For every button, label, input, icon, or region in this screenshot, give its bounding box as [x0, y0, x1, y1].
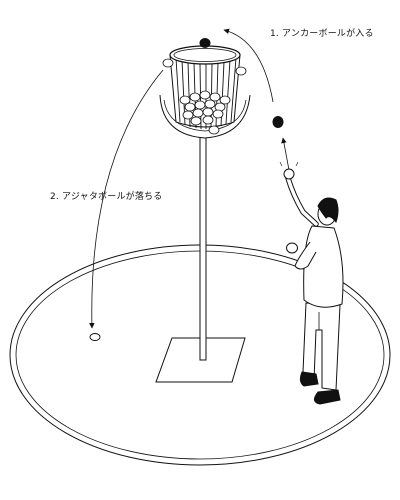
arrow-ball-falling: [89, 69, 164, 329]
basket-pole: [199, 134, 207, 361]
thrower-figure: [283, 168, 344, 405]
anchor-ball-in-flight: [272, 116, 284, 128]
arrow-throw-up: [281, 137, 290, 171]
motion-lines: [279, 161, 299, 167]
arrow-anchor-into-basket: [223, 28, 274, 103]
basket: [159, 45, 251, 139]
anchor-ball-entering: [199, 38, 211, 48]
annotation-step1: 1. アンカーボールが入る: [270, 29, 374, 39]
balls-in-basket: [179, 90, 231, 135]
annotation-step2: 2. アジャタボールが落ちる: [50, 192, 163, 202]
fallen-ball: [89, 333, 101, 341]
